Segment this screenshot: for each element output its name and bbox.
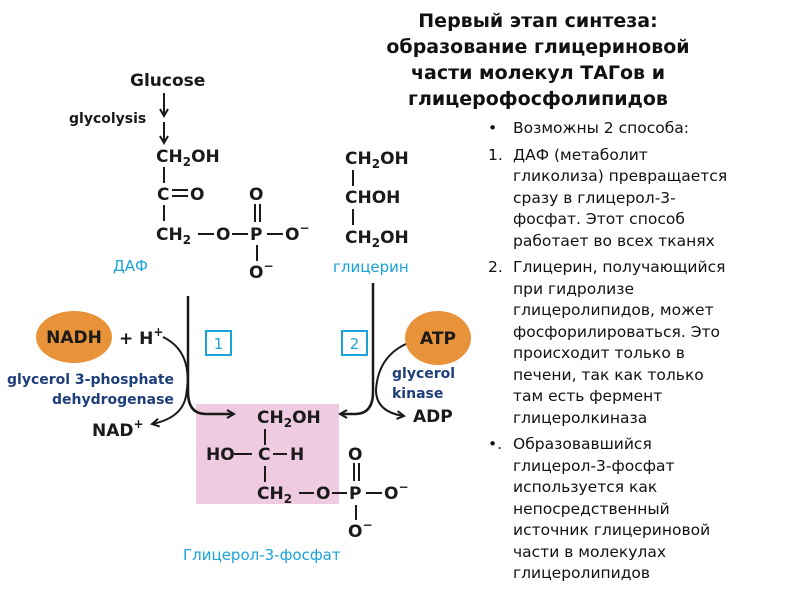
atom-group: O− — [249, 259, 274, 283]
list-item-line: источник глицериновой — [513, 521, 711, 539]
list-item-line: печени, так как только — [513, 365, 704, 384]
list-marker: 1. — [488, 145, 503, 164]
atom-group: O — [316, 484, 330, 504]
atom-group: P — [250, 225, 262, 245]
list-item-line: глицерол-3-фосфат — [513, 456, 675, 475]
list-item: 2. Глицерин, получающийся при гидролизе … — [488, 257, 788, 429]
list-item-line: глицеролипидов — [513, 564, 651, 582]
list-item-line: работает во всех тканях — [513, 231, 715, 250]
list-item-line: части в молекулах — [513, 542, 667, 561]
slide-title: Первый этап синтеза: образование глицери… — [338, 8, 738, 112]
atom-group: C — [258, 445, 270, 465]
product-highlight — [196, 404, 339, 504]
glycerin-label: глицерин — [333, 258, 409, 276]
atp-ellipse — [405, 311, 471, 365]
atom-group: O− — [285, 221, 310, 245]
atom-group: CH2OH — [345, 149, 409, 171]
step-1-label: 1 — [214, 335, 224, 353]
list-item-line: глицеролкиназа — [513, 408, 648, 427]
atom-group: C — [157, 185, 169, 205]
enzyme-2-line: kinase — [392, 386, 443, 402]
nad-label: NAD+ — [92, 417, 144, 441]
list-item-line: Образовавшийся — [513, 435, 652, 453]
nadh-label: NADH — [46, 328, 102, 348]
glycolysis-label: glycolysis — [69, 111, 146, 127]
title-line: части молекул ТАГов и — [410, 62, 666, 84]
glucose-label: Glucose — [130, 71, 205, 91]
list-item-line: при гидролизе — [513, 279, 634, 298]
atom-group: O — [216, 225, 230, 245]
list-item-line: фосфорилироваться. Это — [513, 322, 721, 341]
atom-group: H — [290, 445, 304, 465]
step-2-box — [341, 330, 368, 356]
atom-group: CH2OH — [345, 228, 409, 250]
list-marker: 2. — [488, 258, 503, 276]
list-item-line: непосредственный — [513, 499, 670, 518]
atom-group: CH2OH — [156, 147, 220, 169]
list-item-line: ДАФ (метаболит — [513, 145, 648, 164]
glycerol-structure: CH2OH CHOH CH2OH — [345, 149, 409, 250]
list-item-line: Глицерин, получающийся — [513, 258, 726, 276]
cofactor-arrow-1 — [152, 336, 189, 424]
atom-group: CHOH — [345, 188, 400, 208]
atom-group: O — [348, 445, 362, 465]
bullet-list: • Возможны 2 способа: 1. ДАФ (метаболит … — [488, 118, 788, 590]
enzyme-1-line: dehydrogenase — [52, 392, 174, 408]
atom-group: CH2 — [156, 225, 191, 247]
list-item-line: там есть фермент — [513, 387, 663, 405]
atom-group: O− — [384, 480, 409, 504]
list-marker: • — [488, 119, 498, 137]
list-item: • Возможны 2 способа: — [488, 118, 788, 140]
adp-label: ADP — [413, 407, 453, 427]
atom-group: P — [349, 484, 361, 504]
list-marker: •. — [488, 435, 503, 453]
atom-group: O− — [348, 518, 373, 542]
atom-group: CH2OH — [257, 408, 321, 430]
list-item-line: происходит только в — [513, 344, 685, 362]
list-item-line: фосфат. Этот способ — [513, 210, 685, 228]
list-item: 1. ДАФ (метаболит гликолиза) превращаетс… — [488, 145, 788, 253]
atp-label: ATP — [420, 329, 456, 349]
reaction-arrow-1 — [186, 296, 234, 414]
list-item-line: гликолиза) превращается — [513, 167, 728, 185]
enzyme-2-line: glycerol — [392, 366, 455, 382]
reaction-arrow-2 — [340, 283, 375, 414]
nadh-ellipse — [36, 311, 112, 363]
atom-group: O — [249, 185, 263, 205]
enzyme-1-line: glycerol 3-phosphate — [7, 372, 174, 388]
title-line: Первый этап синтеза: — [418, 10, 658, 32]
product-label: Глицерол-3-фосфат — [183, 546, 341, 564]
title-line: глицерофосфолипидов — [408, 88, 668, 110]
daf-label: ДАФ — [113, 257, 148, 275]
atom-group: CH2 — [257, 484, 292, 506]
list-item-line: Возможны 2 способа: — [513, 119, 690, 137]
atom-group: O — [190, 185, 204, 205]
step-1-box — [205, 330, 232, 356]
hplus-label: + H+ — [119, 325, 163, 349]
g3p-structure: CH2OH HO C H CH2 O P O O− O− — [206, 408, 409, 542]
list-item-line: сразу в глицерол-3- — [513, 188, 676, 207]
dhap-structure: CH2OH C O CH2 O P O O− O− — [156, 147, 310, 283]
cofactor-arrow-2 — [374, 342, 409, 416]
step-2-label: 2 — [350, 335, 360, 353]
list-item: •. Образовавшийся глицерол-3-фосфат испо… — [488, 434, 788, 585]
atom-group: HO — [206, 445, 235, 465]
list-item-line: глицеролипидов, может — [513, 301, 714, 319]
list-item-line: используется как — [513, 478, 658, 496]
title-line: образование глицериновой — [386, 36, 690, 58]
